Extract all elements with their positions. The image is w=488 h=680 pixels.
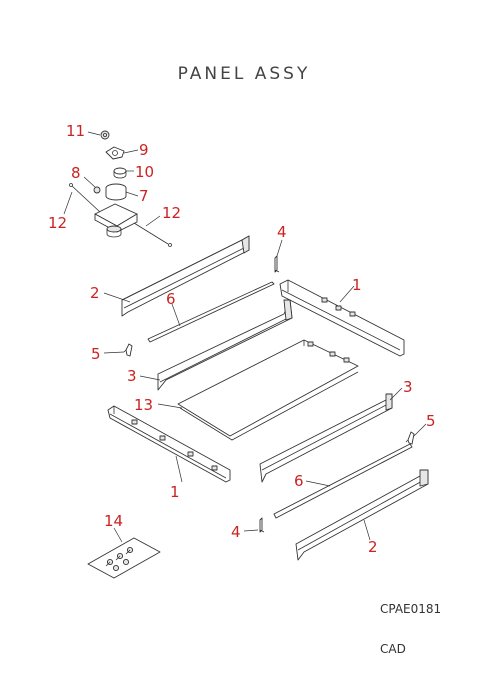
callout-11: 11 (66, 122, 85, 140)
part-6-lower-rod (273, 443, 413, 519)
callout-6-lower: 6 (294, 472, 304, 490)
part-1-lower-left-rail (107, 405, 231, 483)
callout-3-lower: 3 (403, 378, 413, 396)
part-2-upper-channel (121, 235, 250, 317)
callout-1-lower: 1 (170, 483, 180, 501)
diagram-title: PANEL ASSY (177, 64, 311, 84)
part-3-lower-channel (259, 393, 393, 483)
part-5-right-clip (405, 431, 415, 445)
part-14-screw-bag (87, 537, 161, 579)
part-8-screw (93, 186, 101, 194)
callout-9: 9 (139, 141, 149, 159)
callout-1-upper: 1 (352, 276, 362, 294)
callout-5-left: 5 (91, 345, 101, 363)
part-4-upper-clip (274, 255, 280, 273)
callout-13: 13 (134, 396, 153, 414)
part-6-upper-rod (147, 281, 275, 343)
leader-lines (63, 131, 427, 543)
callout-8: 8 (71, 164, 81, 182)
callout-2-lower: 2 (368, 538, 378, 556)
part-4-lower-clip (259, 517, 265, 533)
part-3-upper-channel (157, 299, 293, 391)
callout-5-right: 5 (426, 412, 436, 430)
callout-14: 14 (104, 512, 123, 530)
callout-10: 10 (135, 163, 154, 181)
part-12-motor-base (94, 203, 138, 238)
part-12-shaft-left (69, 183, 101, 213)
callout-12-left: 12 (48, 214, 67, 232)
source-label: CAD (380, 642, 406, 656)
part-12-shaft-right (133, 222, 172, 247)
part-2-lower-channel (295, 469, 429, 561)
callout-6-upper: 6 (166, 290, 176, 308)
callout-7: 7 (139, 187, 149, 205)
drawing-code: CPAE0181 (380, 602, 442, 616)
part-13-panel (177, 339, 359, 441)
callout-4-lower: 4 (231, 523, 241, 541)
part-10-washer (113, 167, 127, 179)
part-7-gear (105, 183, 127, 201)
part-5-left-clip (123, 343, 133, 357)
part-1-upper-right-rail (279, 279, 405, 357)
part-9-bracket (105, 146, 125, 160)
callout-2-upper: 2 (90, 284, 100, 302)
callout-4-upper: 4 (277, 223, 287, 241)
callout-12-right: 12 (162, 204, 181, 222)
part-11-nut (100, 130, 110, 140)
callout-3-upper: 3 (127, 367, 137, 385)
